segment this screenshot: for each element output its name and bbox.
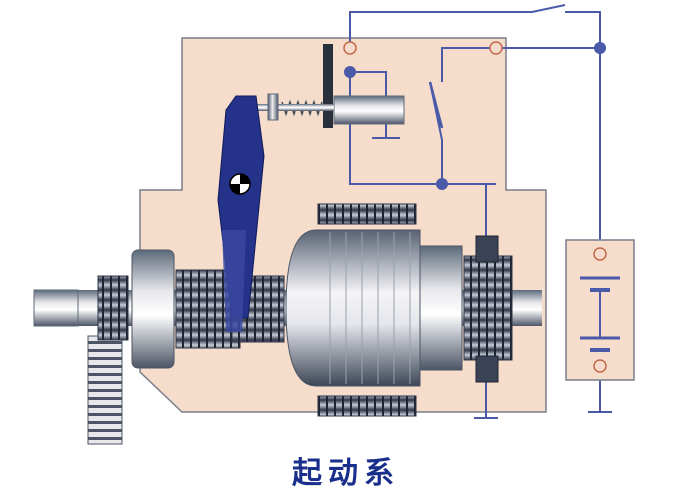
junction-nodes: [344, 42, 606, 190]
solenoid-plunger: [333, 95, 405, 125]
battery-icon: [580, 276, 620, 352]
plunger-collar: [267, 93, 279, 121]
armature-slots: [329, 232, 411, 384]
solenoid-core: [323, 44, 333, 128]
solenoid-switch: [428, 81, 444, 129]
pinion-gear: [131, 249, 175, 369]
field-coil-bottom: [317, 395, 417, 417]
diagram-caption: 起动系: [292, 456, 400, 491]
armature-end: [419, 245, 463, 371]
brush-bottom: [475, 355, 499, 383]
flywheel-ring-gear: [87, 335, 123, 445]
lever-fork: [222, 230, 246, 332]
ground-icon: [372, 114, 612, 419]
pivot-icon: [229, 173, 251, 195]
commutator: [463, 255, 513, 361]
terminals: [343, 41, 607, 373]
shaft-end: [33, 289, 79, 327]
armature: [285, 229, 421, 387]
drive-pinion: [97, 275, 129, 341]
brush-top: [475, 235, 499, 263]
field-coil-top: [317, 203, 417, 225]
plunger-rod: [252, 104, 334, 111]
